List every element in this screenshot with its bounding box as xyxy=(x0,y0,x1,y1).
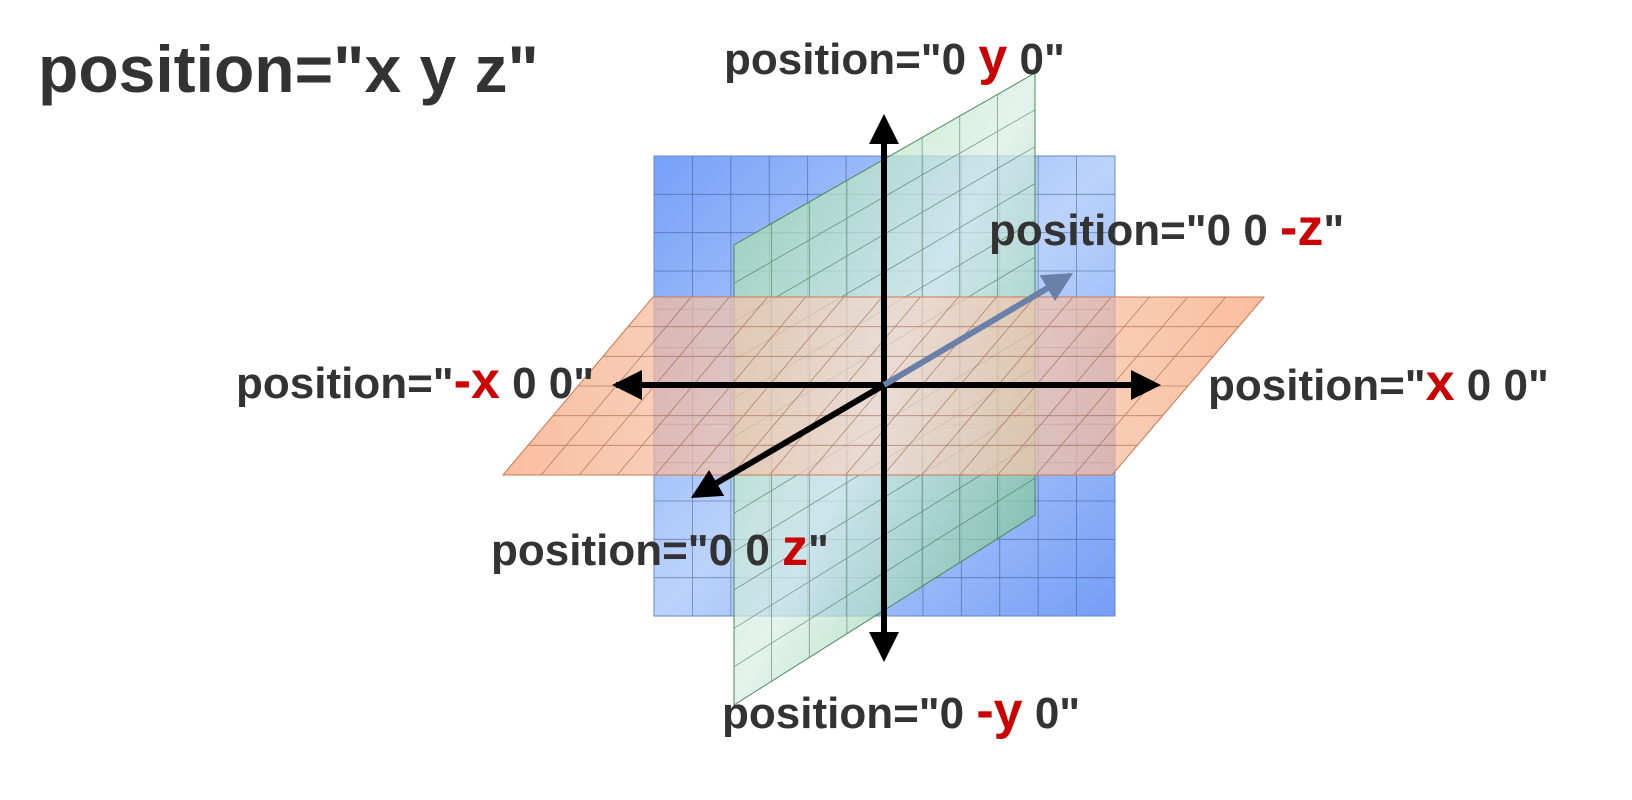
label-neg-x: position="-x 0 0" xyxy=(236,352,594,410)
var-neg-y: -y xyxy=(976,682,1022,740)
axes xyxy=(612,114,1161,662)
label-neg-z: position="0 0 -z" xyxy=(989,199,1344,257)
page-title: position="x y z" xyxy=(38,32,539,106)
var-neg-z: -z xyxy=(1280,199,1323,257)
var-pos-z: z xyxy=(782,519,808,577)
z-axis xyxy=(690,382,886,499)
label-pos-y: position="0 y 0" xyxy=(724,28,1065,86)
var-neg-x: -x xyxy=(454,352,500,410)
var-pos-y: y xyxy=(978,28,1007,86)
neg-z-axis xyxy=(882,272,1074,388)
label-neg-y: position="0 -y 0" xyxy=(722,682,1080,740)
var-pos-x: x xyxy=(1426,354,1455,412)
label-pos-x: position="x 0 0" xyxy=(1208,354,1549,412)
label-pos-z: position="0 0 z" xyxy=(491,519,829,577)
